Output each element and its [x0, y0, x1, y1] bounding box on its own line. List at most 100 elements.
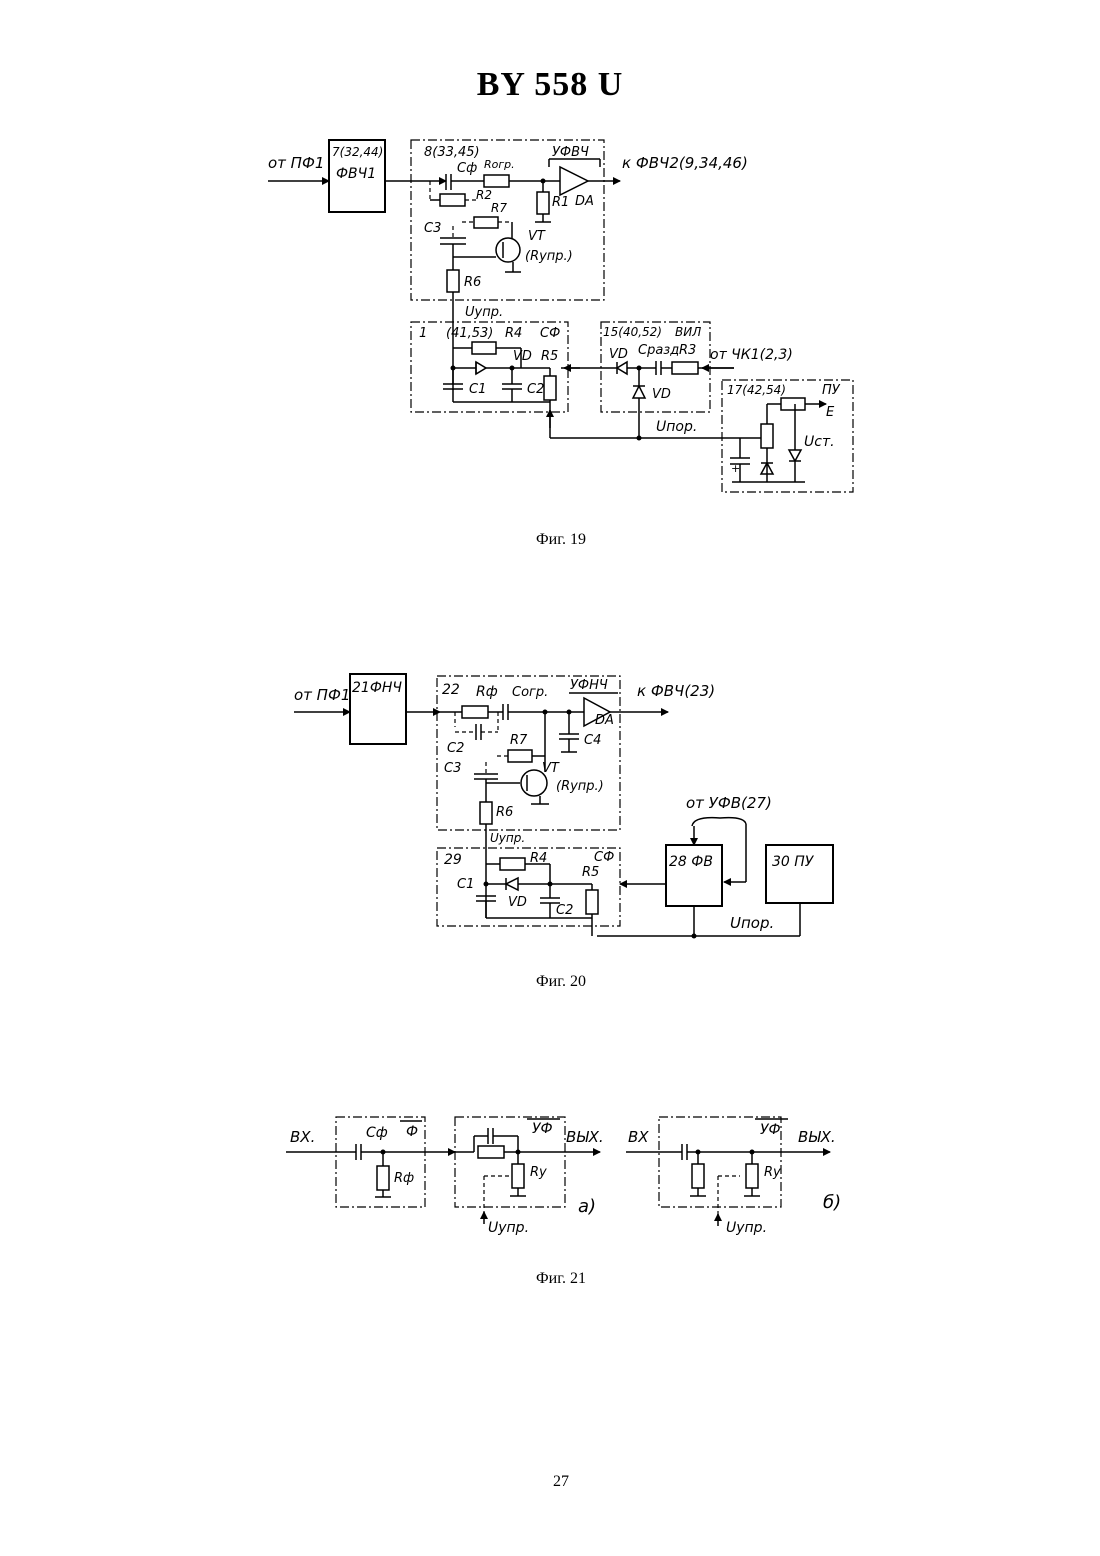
fig20-c4-label: C4: [584, 733, 601, 748]
fig20-sf-label: СФ: [594, 850, 614, 865]
fig19-block1-label: 1: [419, 326, 427, 341]
fig21-vyx-a: ВЫХ.: [566, 1128, 604, 1146]
fig21-uupr-a: Uупр.: [488, 1220, 529, 1236]
fig19-r4: [472, 342, 496, 354]
fig21-ra: [478, 1146, 504, 1158]
fig20-block30-label: 30 ПУ: [772, 854, 815, 870]
fig19-r3-label: R3: [679, 343, 696, 358]
fig19-crazd-label: Cразд: [638, 343, 679, 358]
fig20-c3-label: C3: [444, 761, 461, 776]
page-number: 27: [0, 1473, 1100, 1491]
fig21-rb: [692, 1164, 704, 1188]
fig19-block1-nums: (41,53): [446, 326, 493, 341]
fig19-c2-label: C2: [527, 382, 544, 397]
fig19-block17-label: 17(42,54): [727, 383, 786, 397]
fig19-plus-label: +: [731, 462, 740, 475]
fig20-from-pf1: от ПФ1: [294, 686, 350, 704]
fig19-vd2-label: VD: [609, 347, 628, 362]
fig19-e-label: E: [826, 405, 835, 420]
fig19-r-pu: [781, 398, 805, 410]
fig20-r7-label: R7: [510, 733, 528, 748]
fig19-r7: [474, 217, 498, 228]
fig21-rf-label: Rф: [394, 1171, 414, 1186]
fig19-diagram: от ПФ1 7(32,44) ФВЧ1 8(33,45) Cф Rогр. У…: [268, 140, 853, 492]
fig20-uupr-label: Uупр.: [490, 831, 525, 845]
fig21-vyx-b: ВЫХ.: [798, 1128, 836, 1146]
fig20-da-label: DA: [595, 713, 614, 728]
fig19-vd1-label: VD: [513, 349, 532, 364]
fig21-f-label: Ф: [406, 1124, 418, 1140]
fig21-cf-label: Cф: [366, 1125, 388, 1141]
fig20-cogr-label: Cогр.: [512, 685, 548, 700]
fig20-rupr-label: (Rупр.): [556, 779, 604, 794]
fig20-vd-label: VD: [508, 895, 527, 910]
fig21-rf: [377, 1166, 389, 1190]
fig20-c2a-label: C2: [447, 741, 464, 756]
fig19-r6-label: R6: [464, 275, 481, 290]
fig19-r4-label: R4: [505, 326, 522, 341]
fig19-da-label: DA: [575, 194, 594, 209]
fig21-uf-b-label: УФ: [760, 1122, 781, 1138]
fig19-pot-pu: [761, 424, 773, 448]
fig19-sf-label: СФ: [540, 326, 560, 341]
fig21-ry-b-label: Ry: [764, 1165, 781, 1180]
fig19-r2: [440, 194, 465, 206]
fig19-r1-label: R1: [552, 195, 569, 210]
fig20-upor-label: Uпор.: [730, 914, 774, 932]
fig19-caption: Фиг. 19: [0, 531, 1100, 549]
fig19-vt-label: VT: [528, 229, 546, 244]
fig20-block22-label: 22: [442, 682, 460, 698]
fig19-rogr-label: Rогр.: [484, 158, 515, 171]
fig20-diagram: от ПФ1 21ФНЧ 22 Rф Cогр. УФНЧ к ФВЧ(23) …: [294, 674, 833, 939]
fig19-to-fvch2: к ФВЧ2(9,34,46): [622, 154, 748, 172]
fig21-vx-a: ВХ.: [290, 1128, 315, 1146]
fig20-c1-label: C1: [457, 877, 474, 892]
fig19-vt: [496, 238, 520, 262]
fig19-ufvch-label: УФВЧ: [552, 145, 589, 160]
fig19-uupr-label: Uупр.: [465, 305, 503, 320]
fig20-to-fvch: к ФВЧ(23): [637, 682, 715, 700]
fig20-c2b-label: C2: [556, 903, 573, 918]
fig20-vt-label: VT: [542, 761, 560, 776]
fig21-uupr-b: Uупр.: [726, 1220, 767, 1236]
fig19-from-chk1: от ЧК1(2,3): [710, 347, 793, 363]
fig19-fvch1-label: ФВЧ1: [336, 166, 376, 182]
fig19-opamp: [560, 167, 588, 195]
fig19-r5-label: R5: [541, 349, 558, 364]
fig19-block7-label: 7(32,44): [332, 145, 383, 159]
fig19-vil-label: ВИЛ: [675, 325, 701, 339]
fig19-c1-label: C1: [469, 382, 486, 397]
fig20-block28-label: 28 ФВ: [669, 854, 713, 870]
fig21-ry-a: [512, 1164, 524, 1188]
fig21-sub-b: б): [823, 1192, 841, 1213]
fig21-ry-a-label: Ry: [530, 1165, 547, 1180]
fig20-ufnch-label: УФНЧ: [570, 678, 608, 693]
fig19-r5: [544, 376, 556, 400]
fig21-sub-a: а): [578, 1196, 596, 1217]
fig20-r5-label: R5: [582, 865, 599, 880]
fig19-from-pf1: от ПФ1: [268, 154, 324, 172]
fig20-from-ufv: от УФВ(27): [686, 794, 772, 812]
fig19-r3: [672, 362, 698, 374]
fig20-r6-label: R6: [496, 805, 513, 820]
fig21-caption: Фиг. 21: [0, 1270, 1100, 1288]
fig19-r7-label: R7: [491, 201, 507, 215]
fig20-block29-label: 29: [444, 852, 462, 868]
fig19-cf-label: Cф: [457, 161, 477, 176]
fig19-vd3-label: VD: [652, 387, 671, 402]
fig19-c3-label: C3: [424, 221, 441, 236]
fig19-r6: [447, 270, 459, 292]
fig20-r5: [586, 890, 598, 914]
fig19-block15-label: 15(40,52): [603, 325, 662, 339]
fig21-ry-b: [746, 1164, 758, 1188]
fig19-rupr-label: (Rупр.): [525, 249, 573, 264]
fig19-r-ogr: [484, 175, 509, 187]
fig19-r1: [537, 192, 549, 214]
fig20-rf-label: Rф: [476, 684, 498, 700]
fig20-caption: Фиг. 20: [0, 973, 1100, 991]
fig20-r7: [508, 750, 532, 762]
fig19-upor-label: Uпор.: [656, 419, 697, 435]
fig21-uf-a-label: УФ: [532, 1121, 553, 1137]
fig19-r2-label: R2: [476, 188, 492, 202]
